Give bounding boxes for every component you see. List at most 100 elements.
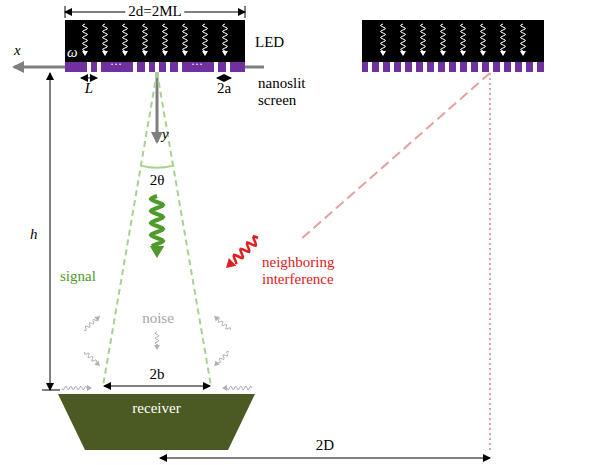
slit — [412, 62, 416, 72]
nanoslit-screen — [65, 62, 245, 72]
dimension-arrow — [81, 78, 97, 79]
emission-arrow-head — [500, 51, 506, 56]
emission-arrow-head — [202, 51, 208, 56]
emission-arrow — [441, 24, 445, 51]
emission-arrow-head — [162, 51, 168, 56]
led-body — [65, 20, 245, 62]
emission-arrow — [501, 24, 505, 51]
angle-arc — [141, 166, 173, 168]
slit — [522, 62, 526, 72]
tick — [42, 390, 60, 391]
slit — [533, 62, 537, 72]
signal-wave — [151, 196, 163, 246]
emission-arrow — [203, 24, 207, 51]
emission-arrow — [521, 24, 525, 51]
emission-arrow — [461, 24, 465, 51]
noise-wave-head — [222, 385, 227, 391]
tick — [65, 6, 66, 18]
slit — [401, 62, 405, 72]
receiver-box: receiver — [58, 394, 255, 450]
width-arrow — [104, 386, 210, 387]
emission-arrow-head — [420, 51, 426, 56]
emission-arrow — [103, 24, 107, 51]
label: L — [85, 80, 93, 97]
interference-path — [300, 73, 490, 240]
beam-edge — [103, 72, 157, 386]
noise-wave — [227, 386, 252, 390]
slit — [445, 62, 449, 72]
label: 2a — [217, 80, 231, 97]
emission-arrow — [401, 24, 405, 51]
noise-wave — [218, 318, 230, 330]
signal-wave-head — [150, 246, 164, 258]
emission-arrow-head — [222, 51, 228, 56]
label: x — [14, 42, 21, 59]
slit — [478, 62, 482, 72]
slit — [500, 62, 504, 72]
receiver-outline — [58, 394, 255, 450]
slit — [423, 62, 427, 72]
noise-wave — [218, 351, 229, 363]
emission-arrow — [421, 24, 425, 51]
emission-arrow — [381, 24, 385, 51]
emission-arrow-head — [480, 51, 486, 56]
emission-arrow-head — [400, 51, 406, 56]
label: ω — [67, 44, 78, 61]
label: 2D — [316, 437, 334, 454]
noise-wave-head — [94, 360, 100, 366]
emission-arrow — [481, 24, 485, 51]
interference-wave — [234, 237, 258, 265]
emission-arrow-head — [182, 51, 188, 56]
slit — [390, 62, 394, 72]
neighbor-led-body — [362, 20, 544, 62]
emission-arrow — [223, 24, 227, 51]
label: ··· — [191, 58, 203, 70]
led-panel: LED — [65, 20, 245, 72]
dimension-arrow — [217, 78, 231, 79]
neighbor-screen — [362, 62, 544, 72]
emission-arrow-head — [520, 51, 526, 56]
emission-arrow-head — [460, 51, 466, 56]
noise-wave — [84, 352, 96, 362]
slit — [511, 62, 515, 72]
noise-wave-head — [214, 316, 220, 322]
emission-arrow-head — [102, 51, 108, 56]
slit — [456, 62, 460, 72]
receiver-label: receiver — [58, 394, 255, 417]
slit — [434, 62, 438, 72]
slit — [379, 62, 383, 72]
emission-arrow — [143, 24, 147, 51]
led-label: LED — [255, 34, 284, 51]
noise-wave — [62, 386, 87, 390]
label: noise — [142, 310, 174, 327]
emission-arrow-head — [82, 51, 88, 56]
neighbor-slits — [368, 62, 537, 72]
neighbor-axis — [489, 73, 491, 450]
spacing-arrow — [160, 458, 490, 459]
height-arrow — [50, 73, 51, 390]
label: 2b — [150, 366, 165, 383]
interference-wave-head — [226, 258, 236, 268]
emission-arrow — [183, 24, 187, 51]
label: nanoslit screen — [258, 75, 322, 109]
emission-arrow — [123, 24, 127, 51]
slit — [467, 62, 471, 72]
noise-wave-head — [94, 316, 100, 322]
label: neighboring interference — [262, 254, 354, 288]
emission-arrow-head — [122, 51, 128, 56]
emission-arrow-head — [440, 51, 446, 56]
label: 2d=2ML — [125, 3, 184, 20]
emission-arrow-head — [142, 51, 148, 56]
slits — [87, 62, 230, 72]
emission-arrow — [83, 24, 87, 51]
tick — [245, 6, 246, 18]
label: h — [30, 226, 38, 243]
emission-arrow — [163, 24, 167, 51]
noise-wave — [84, 319, 97, 331]
label: y — [162, 126, 169, 143]
noise-wave-head — [154, 345, 160, 350]
noise-wave-head — [87, 385, 92, 391]
label: signal — [60, 268, 96, 285]
slit — [489, 62, 493, 72]
